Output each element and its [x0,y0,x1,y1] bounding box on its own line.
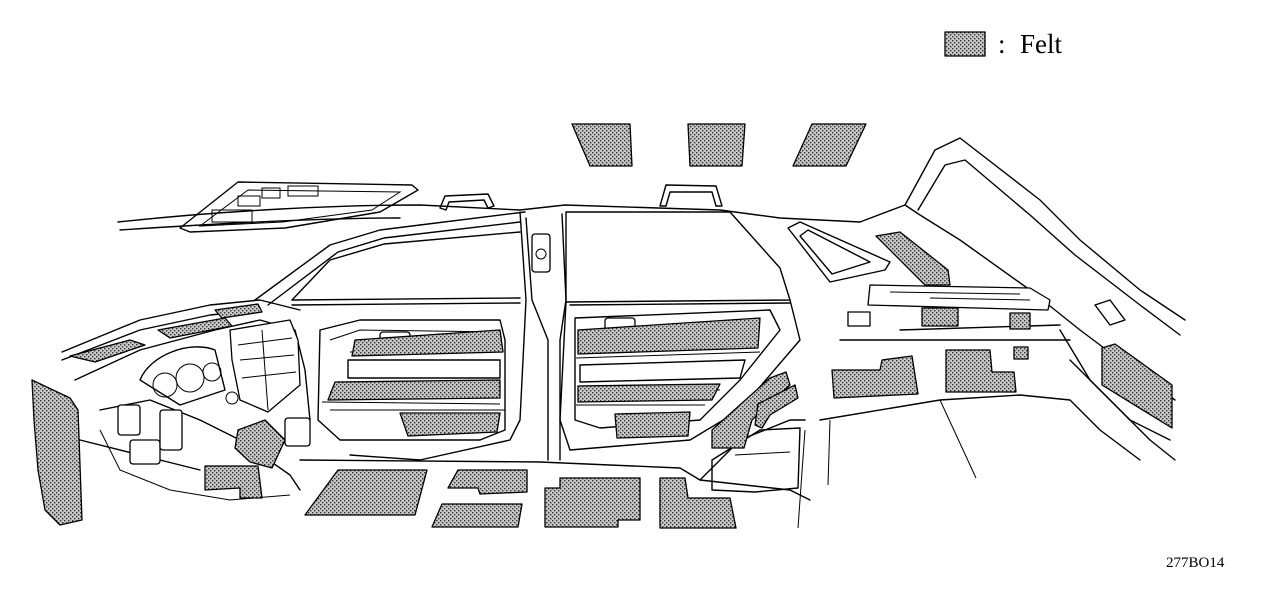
vehicle-interior-outline [117,137,1186,529]
felt-front-floor-left [304,469,428,516]
legend-felt-swatch [944,31,986,57]
felt-rear-floor-center [544,477,641,528]
legend-colon: : [998,29,1006,59]
figure-code: 277BO14 [1166,555,1225,571]
felt-cowl-side [31,379,83,526]
felt-luggage-side-small-2 [1009,312,1031,330]
felt-headliner-right [792,123,867,167]
felt-front-door-lower [399,412,501,437]
felt-front-floor-right-lower [431,503,523,528]
rear-door-trim [574,309,781,429]
felt-cargo-side-panel [1101,343,1173,429]
felt-pieces [31,123,1173,529]
felt-rear-quarter-strip [754,384,799,429]
felt-rear-door-middle [577,383,721,403]
felt-rear-floor-right [659,477,737,529]
felt-dash-upper-center [157,317,233,339]
felt-headliner-center [687,123,746,167]
felt-dash-upper-right [214,303,263,319]
felt-luggage-side-small-1 [921,307,959,327]
felt-headliner-left [571,123,633,167]
felt-front-door-upper [351,329,504,357]
felt-front-floor-left-small [204,465,263,499]
felt-front-floor-right-upper [447,469,528,495]
felt-rear-door-upper [577,317,761,355]
felt-rear-door-lower [614,411,691,439]
legend-felt-label: Felt [1020,29,1063,59]
felt-luggage-side-upper [875,231,951,286]
felt-luggage-floor-center [945,349,1017,393]
felt-dash-upper-left [69,339,146,363]
felt-lower-dash [234,419,286,469]
instrument-panel [61,299,311,501]
legend: : Felt [944,29,1063,59]
felt-luggage-floor-left [831,355,919,399]
felt-front-door-middle [327,379,501,401]
felt-luggage-side-small-3 [1013,346,1029,360]
